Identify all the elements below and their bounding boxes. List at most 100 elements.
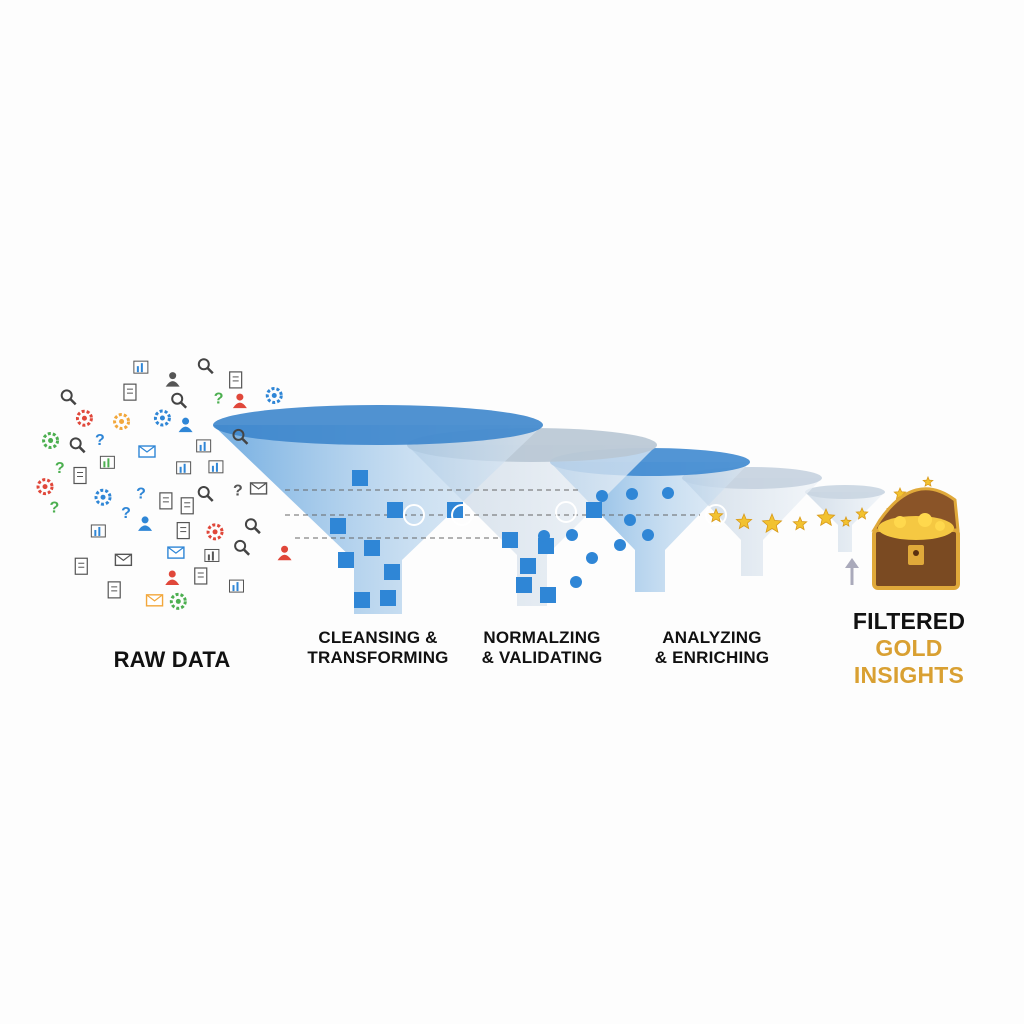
user-icon [165,570,180,585]
stage-label-raw-data: RAW DATA [113,647,231,672]
data-dot [566,529,578,541]
document-icon [194,567,208,585]
data-square [516,577,532,593]
user-icon [138,516,153,531]
data-square [540,587,556,603]
stage-label-cleansing: CLEANSING & TRANSFORMING [307,628,448,668]
user-icon [277,545,292,561]
document-icon [73,466,87,485]
data-square [520,558,536,574]
star-icon [708,507,724,523]
magnifier-icon [197,358,214,375]
question-icon: ? [121,505,131,522]
filter-node-icon [403,504,425,526]
question-icon: ? [214,390,224,407]
result-line-gold: GOLD [875,635,943,661]
gear-icon [206,523,224,541]
chart-icon [208,460,224,474]
svg-text:?: ? [233,483,243,500]
question-icon: ? [233,483,243,500]
label-line: & ENRICHING [654,648,770,667]
star-icon [840,515,852,527]
data-square [586,502,602,518]
data-square [538,538,554,554]
star-icon [735,512,753,530]
chart-icon [99,455,115,469]
gear-icon [113,413,131,431]
document-icon [74,557,88,575]
magnifier-icon [69,437,86,454]
gear-icon [265,387,283,405]
svg-text:?: ? [95,432,105,449]
data-dot [626,488,638,500]
star-icon [855,506,869,520]
label-line: TRANSFORMING [307,648,449,667]
svg-text:?: ? [214,390,224,407]
data-dot [614,539,626,551]
magnifier-icon [171,392,188,409]
envelope-icon [167,546,185,559]
gear-icon [75,409,93,427]
data-square [338,552,354,568]
document-icon [123,383,137,401]
document-icon [107,581,121,599]
envelope-icon [138,445,156,458]
data-dot [586,552,598,564]
data-square [330,518,346,534]
data-square [364,540,380,556]
up-arrow-icon [845,558,859,585]
star-icon [761,512,783,533]
question-icon: ? [136,486,146,503]
user-icon [165,372,180,387]
chart-icon [196,439,212,453]
funnel-stage-1 [213,405,543,614]
stage-label-normalizing: NORMALZING & VALIDATING [482,628,603,668]
stage-label-analyzing: ANALYZING & ENRICHING [655,628,770,668]
document-icon [229,371,243,389]
chart-icon [228,579,244,593]
star-icon [816,507,836,527]
label-line: ANALYZING [662,628,762,647]
data-square [387,502,403,518]
question-icon: ? [55,460,65,477]
chart-icon [176,461,192,475]
filter-node-icon [705,504,727,526]
chart-icon [90,524,106,538]
data-square [384,564,400,580]
data-dot [624,514,636,526]
data-square [354,592,370,608]
svg-text:?: ? [55,460,65,477]
label-line: NORMALZING [483,628,601,647]
gear-icon [42,432,60,450]
result-line-insights: INSIGHTS [853,662,965,688]
envelope-icon [145,594,164,607]
gear-icon [169,592,187,610]
filter-node-icon [451,504,473,526]
question-icon: ? [95,432,105,449]
envelope-icon [114,553,133,567]
gear-icon [94,488,112,506]
user-icon [178,417,193,433]
label-line: & VALIDATING [481,648,603,667]
document-icon [180,497,194,515]
data-dot [662,487,674,499]
magnifier-icon [234,539,251,556]
data-square [380,590,396,606]
question-icon: ? [50,500,60,517]
star-icon [792,515,808,531]
magnifier-icon [197,486,214,502]
user-icon [232,393,247,409]
treasure-chest-icon [871,487,960,590]
document-icon [176,521,190,540]
data-square [502,532,518,548]
result-line-filtered: FILTERED [852,608,966,634]
magnifier-icon [232,428,249,445]
data-dot [570,576,582,588]
data-dot [538,530,550,542]
gear-icon [36,478,54,496]
filter-node-icon [555,501,577,523]
magnifier-icon [244,518,261,535]
document-icon [159,492,173,510]
gear-icon [153,409,171,427]
